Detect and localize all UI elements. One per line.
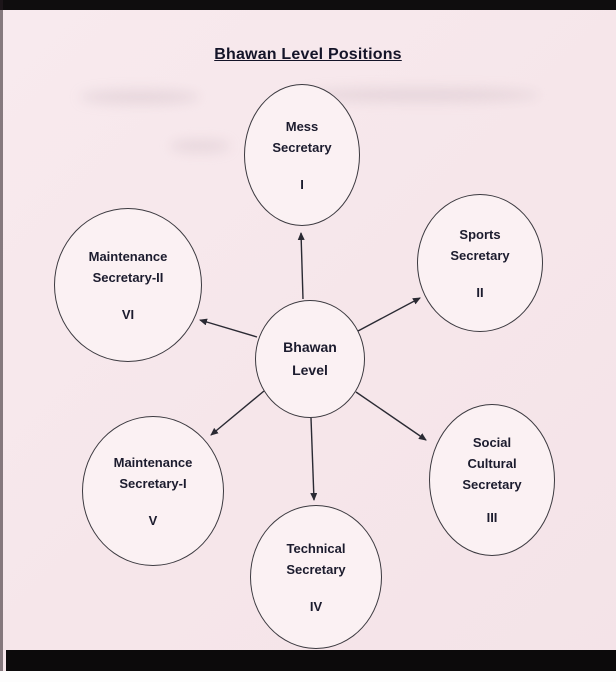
scan-artifact-bottom-bar — [6, 650, 616, 671]
node-label-line: Maintenance — [113, 454, 193, 470]
node-label-line: Maintenance — [88, 248, 168, 264]
node-numeral: IV — [309, 598, 323, 614]
scan-artifact-bottom-strip — [0, 671, 616, 682]
node-label-line: Cultural — [467, 456, 517, 471]
node-sports-secretary: Sports Secretary II — [417, 194, 543, 332]
arrow-to-maintenance2 — [199, 318, 258, 338]
scan-smudge — [170, 140, 230, 152]
node-label-line: Secretary — [462, 477, 522, 492]
node-bhawan-level: Bhawan Level — [255, 300, 365, 418]
node-maintenance-secretary-1: Maintenance Secretary-I V — [82, 416, 224, 566]
arrow-to-technical — [310, 417, 318, 501]
node-social-cultural-secretary: Social Cultural Secretary III — [429, 404, 555, 556]
scan-smudge — [80, 90, 200, 104]
node-label-line: Secretary-I — [119, 475, 187, 491]
node-numeral: V — [148, 512, 158, 528]
node-label-line: Mess — [285, 118, 319, 134]
node-label-line: Sports — [459, 226, 501, 242]
scan-artifact-left-edge — [0, 0, 3, 682]
node-label-line: Bhawan — [283, 339, 337, 355]
node-numeral: III — [486, 510, 498, 525]
node-label-line: Secretary — [286, 561, 346, 577]
node-label-line: Secretary-II — [92, 269, 164, 285]
node-technical-secretary: Technical Secretary IV — [250, 505, 382, 649]
node-label-line: Social — [472, 435, 512, 450]
scan-artifact-top-bar — [0, 0, 616, 10]
node-numeral: I — [300, 176, 304, 192]
node-mess-secretary: Mess Secretary I — [244, 84, 360, 226]
node-label-line: Level — [292, 362, 328, 378]
arrow-to-mess — [297, 232, 305, 300]
node-label-line: Technical — [286, 540, 346, 556]
node-label-line: Secretary — [450, 247, 510, 263]
node-label-line: Secretary — [272, 139, 332, 155]
arrow-to-maintenance1 — [210, 390, 265, 436]
arrow-to-sports — [357, 297, 421, 332]
arrow-to-social — [355, 391, 427, 441]
node-numeral: VI — [121, 306, 135, 322]
node-maintenance-secretary-2: Maintenance Secretary-II VI — [54, 208, 202, 362]
scan-smudge — [300, 88, 540, 102]
page-title: Bhawan Level Positions — [214, 46, 402, 63]
node-numeral: II — [476, 284, 484, 300]
